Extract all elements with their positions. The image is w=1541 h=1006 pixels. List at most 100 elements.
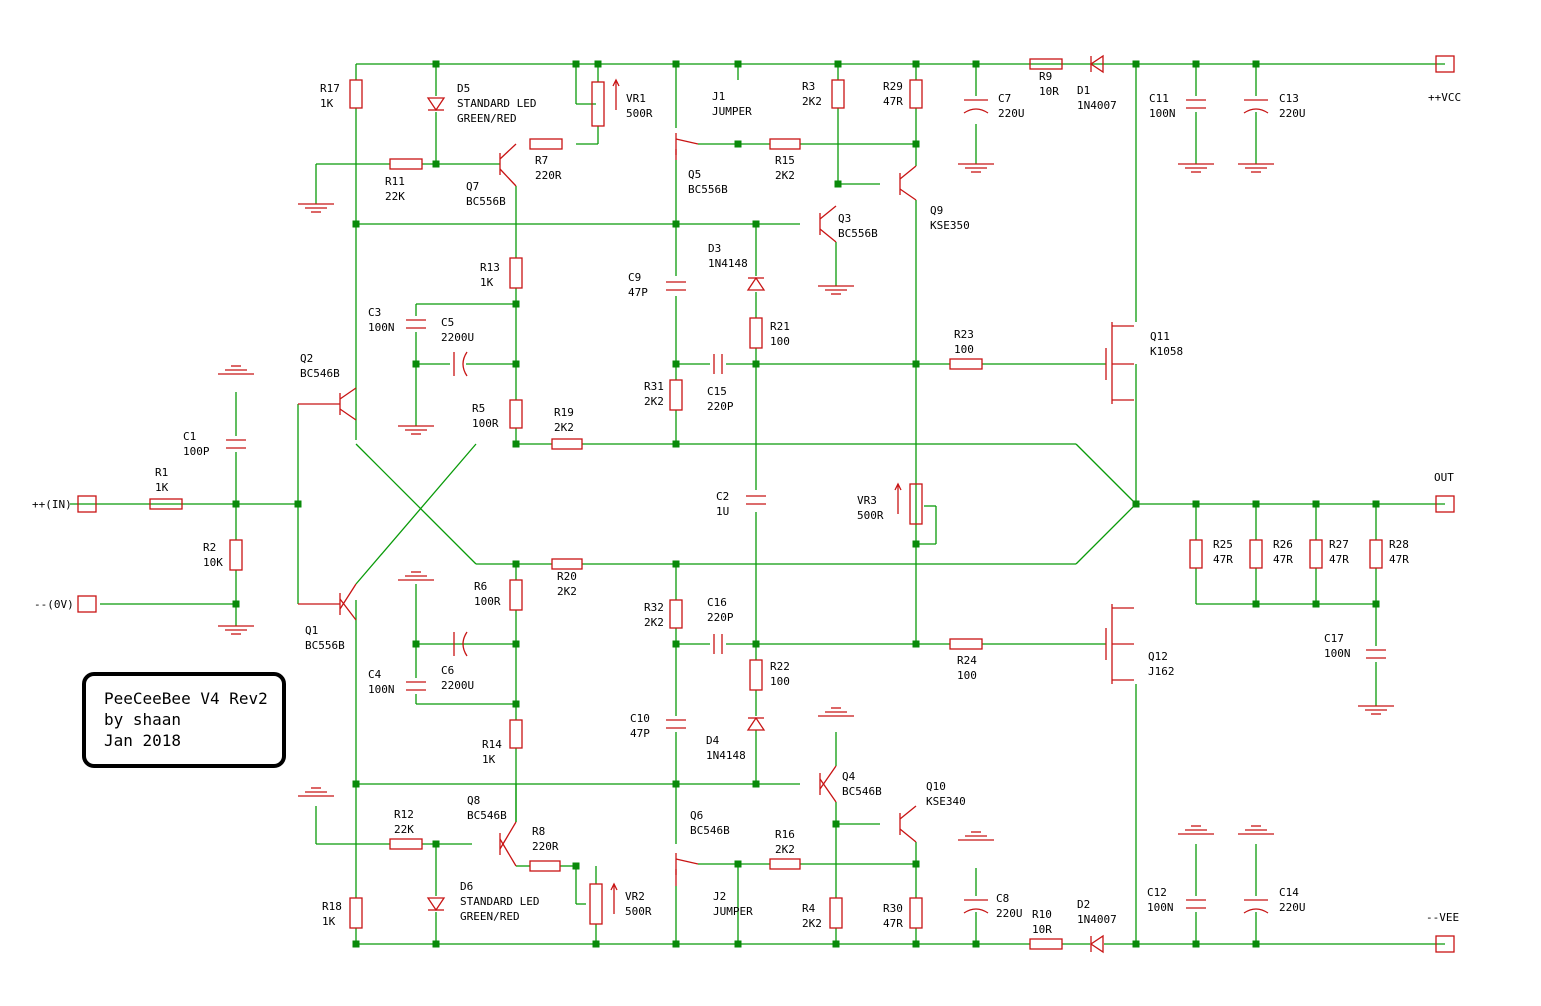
label-c13-0: C13 xyxy=(1279,92,1299,105)
label-c4-1: 100N xyxy=(368,683,395,696)
title-line-1: PeeCeeBee V4 Rev2 xyxy=(104,689,268,708)
label-d1-1: 1N4007 xyxy=(1077,99,1117,112)
label-c15-0: C15 xyxy=(707,385,727,398)
label-c8-1: 220U xyxy=(996,907,1023,920)
label-vr2-1: 500R xyxy=(625,905,652,918)
label-r25-1: 47R xyxy=(1213,553,1233,566)
label-r20-0: R20 xyxy=(557,570,577,583)
label-q4-0: Q4 xyxy=(842,770,856,783)
label-r14-0: R14 xyxy=(482,738,502,751)
label-r4-0: R4 xyxy=(802,902,816,915)
label-r9-0: R9 xyxy=(1039,70,1052,83)
label-r22-0: R22 xyxy=(770,660,790,673)
label-r24-1: 100 xyxy=(957,669,977,682)
label-vr1-1: 500R xyxy=(626,107,653,120)
label-r15-0: R15 xyxy=(775,154,795,167)
port-label-3: ++(IN) xyxy=(32,498,72,511)
label-r21-0: R21 xyxy=(770,320,790,333)
label-c17-0: C17 xyxy=(1324,632,1344,645)
label-c14-0: C14 xyxy=(1279,886,1299,899)
label-vr3-1: 500R xyxy=(857,509,884,522)
label-d6-2: GREEN/RED xyxy=(460,910,520,923)
label-c9-0: C9 xyxy=(628,271,641,284)
label-r31-0: R31 xyxy=(644,380,664,393)
label-c6-1: 2200U xyxy=(441,679,474,692)
label-c11-0: C11 xyxy=(1149,92,1169,105)
port-label-1: OUT xyxy=(1434,471,1454,484)
label-d5-0: D5 xyxy=(457,82,470,95)
label-r27-1: 47R xyxy=(1329,553,1349,566)
label-c15-1: 220P xyxy=(707,400,734,413)
label-r1-1: 1K xyxy=(155,481,169,494)
label-c10-0: C10 xyxy=(630,712,650,725)
label-q9-1: KSE350 xyxy=(930,219,970,232)
label-q2-1: BC546B xyxy=(300,367,340,380)
label-r13-1: 1K xyxy=(480,276,494,289)
label-c1-0: C1 xyxy=(183,430,196,443)
label-r13-0: R13 xyxy=(480,261,500,274)
label-r2-1: 10K xyxy=(203,556,223,569)
label-r26-1: 47R xyxy=(1273,553,1293,566)
label-q5-1: BC556B xyxy=(688,183,728,196)
label-c1-1: 100P xyxy=(183,445,210,458)
label-r28-0: R28 xyxy=(1389,538,1409,551)
label-vr1-0: VR1 xyxy=(626,92,646,105)
label-q10-1: KSE340 xyxy=(926,795,966,808)
label-d5-2: GREEN/RED xyxy=(457,112,517,125)
label-c17-1: 100N xyxy=(1324,647,1351,660)
label-q8-0: Q8 xyxy=(467,794,480,807)
label-r24-0: R24 xyxy=(957,654,977,667)
label-r25-0: R25 xyxy=(1213,538,1233,551)
port-label-4: --(0V) xyxy=(34,598,74,611)
label-r14-1: 1K xyxy=(482,753,496,766)
label-d4-1: 1N4148 xyxy=(706,749,746,762)
label-r15-1: 2K2 xyxy=(775,169,795,182)
label-c2-1: 1U xyxy=(716,505,729,518)
label-r18-0: R18 xyxy=(322,900,342,913)
label-c12-0: C12 xyxy=(1147,886,1167,899)
label-r5-0: R5 xyxy=(472,402,485,415)
label-r28-1: 47R xyxy=(1389,553,1409,566)
label-j1-0: J1 xyxy=(712,90,725,103)
junctions xyxy=(232,60,1380,948)
label-c9-1: 47P xyxy=(628,286,648,299)
label-d3-0: D3 xyxy=(708,242,721,255)
label-j2-1: JUMPER xyxy=(713,905,753,918)
label-c2-0: C2 xyxy=(716,490,729,503)
title-line-2: by shaan xyxy=(104,710,182,729)
label-q10-0: Q10 xyxy=(926,780,946,793)
label-c8-0: C8 xyxy=(996,892,1009,905)
label-c16-1: 220P xyxy=(707,611,734,624)
label-r23-0: R23 xyxy=(954,328,974,341)
wires xyxy=(70,63,1445,945)
label-c7-0: C7 xyxy=(998,92,1011,105)
label-r6-0: R6 xyxy=(474,580,487,593)
label-q8-1: BC546B xyxy=(467,809,507,822)
title-line-3: Jan 2018 xyxy=(104,731,182,750)
label-q3-1: BC556B xyxy=(838,227,878,240)
label-c7-1: 220U xyxy=(998,107,1025,120)
label-r3-1: 2K2 xyxy=(802,95,822,108)
label-q12-1: J162 xyxy=(1148,665,1175,678)
label-r7-1: 220R xyxy=(535,169,562,182)
label-r4-1: 2K2 xyxy=(802,917,822,930)
label-q4-1: BC546B xyxy=(842,785,882,798)
label-q9-0: Q9 xyxy=(930,204,943,217)
label-c6-0: C6 xyxy=(441,664,454,677)
title-block: PeeCeeBee V4 Rev2 by shaan Jan 2018 xyxy=(82,672,286,768)
label-r10-0: R10 xyxy=(1032,908,1052,921)
label-r5-1: 100R xyxy=(472,417,499,430)
label-r1-0: R1 xyxy=(155,466,168,479)
label-r29-0: R29 xyxy=(883,80,903,93)
label-q11-1: K1058 xyxy=(1150,345,1183,358)
label-c16-0: C16 xyxy=(707,596,727,609)
label-r16-1: 2K2 xyxy=(775,843,795,856)
label-vr2-0: VR2 xyxy=(625,890,645,903)
label-d5-1: STANDARD LED xyxy=(457,97,536,110)
label-vr3-0: VR3 xyxy=(857,494,877,507)
label-q1-0: Q1 xyxy=(305,624,318,637)
label-r9-1: 10R xyxy=(1039,85,1059,98)
label-r30-0: R30 xyxy=(883,902,903,915)
label-r16-0: R16 xyxy=(775,828,795,841)
